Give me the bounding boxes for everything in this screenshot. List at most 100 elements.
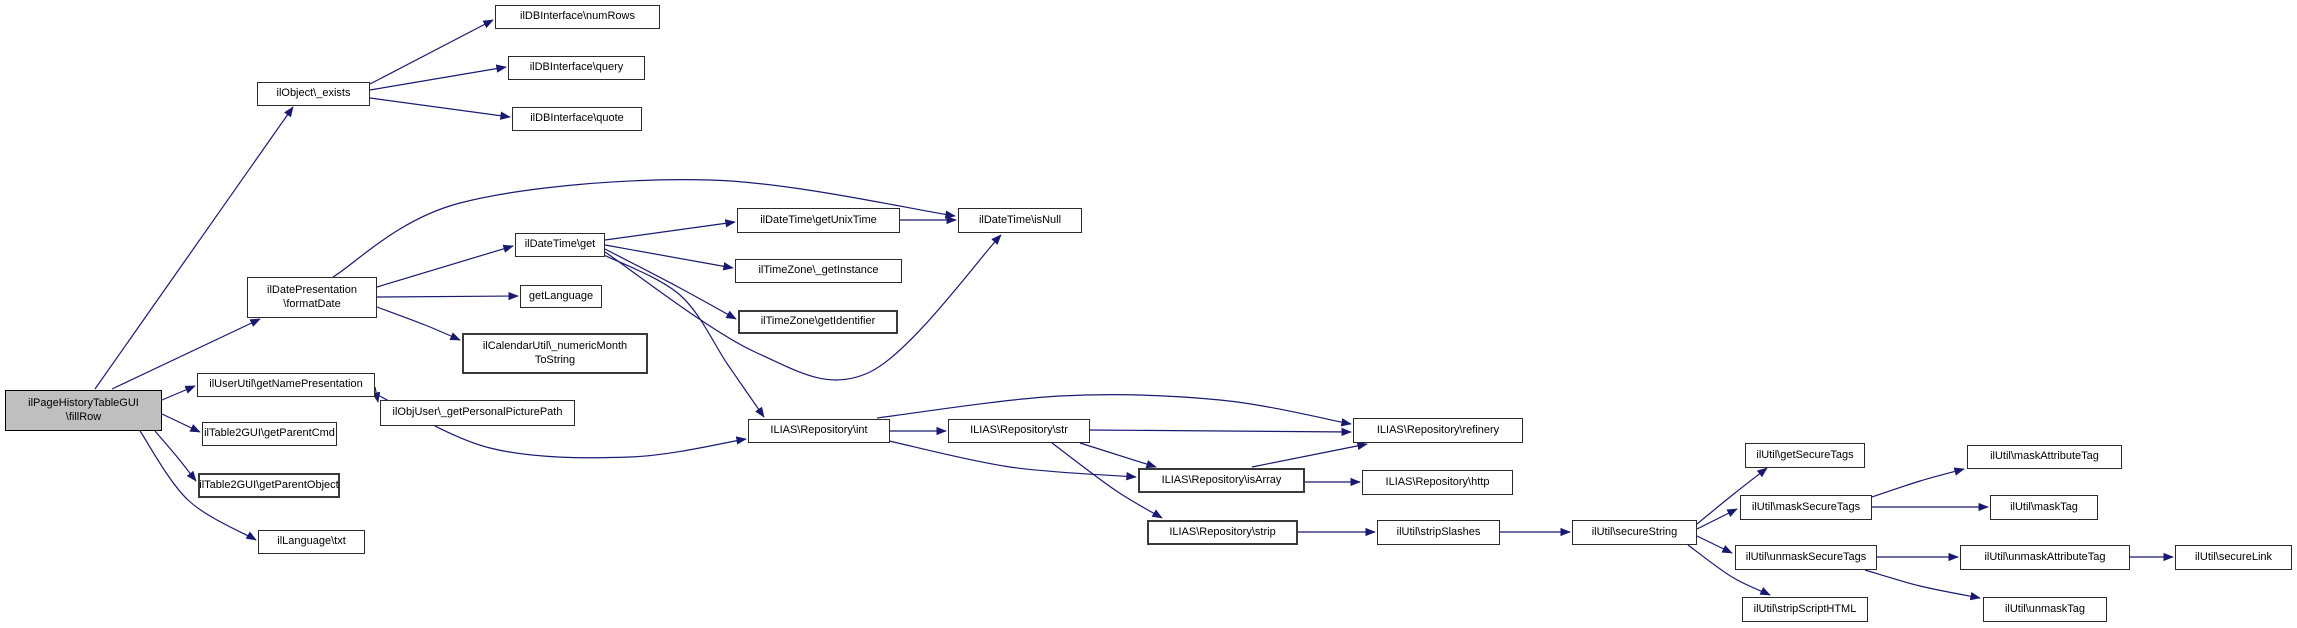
edge-securestring-to-getsecuretags bbox=[1696, 467, 1768, 525]
edge-formatdate-to-numericmonth bbox=[376, 306, 461, 341]
edge-fillrow-to-formatdate bbox=[111, 318, 261, 390]
edge-formatdate-to-datetime-get bbox=[376, 244, 514, 288]
node-label: ilDBInterface\numRows bbox=[520, 10, 635, 23]
node-label: ILIAS\Repository\int bbox=[770, 424, 868, 437]
node-unmaskattributetag[interactable]: ilUtil\unmaskAttributeTag bbox=[1960, 545, 2130, 570]
node-label: ilDatePresentation bbox=[267, 283, 357, 296]
node-label: ilDateTime\isNull bbox=[978, 213, 1062, 226]
edge-fillrow-to-object-exists bbox=[94, 106, 294, 390]
node-isarray[interactable]: ILIAS\Repository\isArray bbox=[1138, 468, 1305, 493]
node-label: ilUtil\maskSecureTags bbox=[1751, 500, 1861, 513]
node-repo-str[interactable]: ILIAS\Repository\str bbox=[948, 419, 1090, 443]
node-getlanguage[interactable]: getLanguage bbox=[520, 285, 602, 308]
node-query[interactable]: ilDBInterface\query bbox=[508, 56, 645, 80]
node-label: ilUtil\stripScriptHTML bbox=[1753, 602, 1857, 615]
node-formatdate[interactable]: ilDatePresentation\formatDate bbox=[247, 277, 377, 318]
node-getunixtime[interactable]: ilDateTime\getUnixTime bbox=[737, 208, 900, 233]
edge-group bbox=[94, 19, 2174, 601]
node-http[interactable]: ILIAS\Repository\http bbox=[1362, 470, 1513, 495]
node-getnamepres[interactable]: ilUserUtil\getNamePresentation bbox=[197, 373, 375, 397]
node-label: ilUtil\unmaskTag bbox=[2004, 602, 2086, 615]
node-isnull[interactable]: ilDateTime\isNull bbox=[958, 208, 1082, 233]
node-label: ilDBInterface\quote bbox=[530, 112, 624, 125]
node-fillrow[interactable]: ilPageHistoryTableGUI\fillRow bbox=[5, 390, 162, 431]
edge-object-exists-to-numrows bbox=[369, 19, 494, 85]
edge-datetime-get-to-getinstance bbox=[604, 244, 734, 271]
node-quote[interactable]: ilDBInterface\quote bbox=[512, 107, 642, 131]
edge-fillrow-to-langtxt bbox=[139, 430, 257, 541]
node-label: ilTimeZone\getIdentifier bbox=[760, 315, 876, 328]
edge-isarray-to-refinery bbox=[1251, 441, 1368, 468]
node-stripslashes[interactable]: ilUtil\stripSlashes bbox=[1377, 520, 1500, 545]
edge-object-exists-to-query bbox=[369, 64, 507, 91]
edge-formatdate-to-getlanguage bbox=[376, 291, 519, 301]
node-personalpicpath[interactable]: ilObjUser\_getPersonalPicturePath bbox=[380, 400, 575, 426]
edge-unmasksecuretags-to-unmasktag bbox=[1864, 569, 1981, 601]
node-label: ILIAS\Repository\isArray bbox=[1161, 473, 1282, 486]
node-label: ILIAS\Repository\str bbox=[970, 424, 1068, 437]
node-label: ilUtil\maskTag bbox=[2010, 500, 2078, 513]
node-label: \fillRow bbox=[65, 410, 102, 423]
edge-repo-int-to-refinery bbox=[876, 394, 1352, 427]
node-label: ilUtil\unmaskAttributeTag bbox=[1984, 550, 2106, 563]
node-label: ilTable2GUI\getParentObject bbox=[199, 478, 339, 491]
node-refinery[interactable]: ILIAS\Repository\refinery bbox=[1353, 418, 1523, 443]
node-datetime-get[interactable]: ilDateTime\get bbox=[515, 233, 605, 257]
node-label: \formatDate bbox=[283, 297, 341, 310]
edge-repo-str-to-isarray bbox=[1079, 442, 1157, 469]
node-label: ILIAS\Repository\refinery bbox=[1376, 423, 1500, 436]
node-masktag[interactable]: ilUtil\maskTag bbox=[1990, 495, 2098, 520]
edge-formatdate-to-isnull bbox=[332, 179, 956, 278]
node-langtxt[interactable]: ilLanguage\txt bbox=[258, 530, 365, 554]
node-object-exists[interactable]: ilObject\_exists bbox=[257, 82, 370, 106]
edge-repo-int-to-isarray bbox=[888, 440, 1137, 481]
node-label: ilTimeZone\_getInstance bbox=[758, 264, 879, 277]
node-label: ilLanguage\txt bbox=[277, 535, 346, 548]
node-label: ilDateTime\get bbox=[524, 238, 596, 251]
edge-fillrow-to-getnamepres bbox=[161, 385, 196, 401]
edge-datetime-get-to-getidentifier bbox=[604, 248, 737, 320]
edge-masksecuretags-to-maskattributetag bbox=[1871, 467, 1965, 498]
node-label: ilUtil\getSecureTags bbox=[1756, 448, 1854, 461]
edge-fillrow-to-getparentcmd bbox=[161, 413, 201, 433]
edge-repo-str-to-strip bbox=[1051, 442, 1163, 519]
node-label: ilObjUser\_getPersonalPicturePath bbox=[392, 406, 563, 419]
edge-securestring-to-unmasksecuretags bbox=[1696, 535, 1733, 554]
node-label: ilPageHistoryTableGUI bbox=[28, 396, 139, 409]
node-getinstance[interactable]: ilTimeZone\_getInstance bbox=[735, 259, 902, 283]
node-label: ilDateTime\getUnixTime bbox=[760, 213, 877, 226]
node-unmasksecuretags[interactable]: ilUtil\unmaskSecureTags bbox=[1735, 545, 1877, 570]
edge-fillrow-to-getparentobject bbox=[154, 430, 197, 482]
node-securelink[interactable]: ilUtil\secureLink bbox=[2175, 545, 2292, 570]
node-label: ilTable2GUI\getParentCmd bbox=[204, 427, 335, 440]
node-securestring[interactable]: ilUtil\secureString bbox=[1572, 520, 1697, 545]
node-label: ilUtil\secureLink bbox=[2194, 550, 2273, 563]
node-label: ilUtil\stripSlashes bbox=[1396, 525, 1481, 538]
node-strip[interactable]: ILIAS\Repository\strip bbox=[1147, 520, 1298, 545]
node-repo-int[interactable]: ILIAS\Repository\int bbox=[748, 419, 890, 443]
node-label: ilUserUtil\getNamePresentation bbox=[209, 378, 363, 391]
node-getsecuretags[interactable]: ilUtil\getSecureTags bbox=[1745, 443, 1865, 468]
edge-datetime-get-to-repo-int bbox=[603, 254, 765, 418]
node-label: ilObject\_exists bbox=[276, 87, 351, 100]
edge-repo-str-to-refinery bbox=[1089, 427, 1352, 437]
edge-securestring-to-masksecuretags bbox=[1696, 508, 1738, 530]
node-stripscripthtml[interactable]: ilUtil\stripScriptHTML bbox=[1742, 597, 1868, 622]
node-label: ilUtil\maskAttributeTag bbox=[1990, 450, 2099, 463]
edge-datetime-get-to-isnull bbox=[604, 234, 1002, 381]
node-label: ilUtil\secureString bbox=[1591, 525, 1678, 538]
node-unmasktag[interactable]: ilUtil\unmaskTag bbox=[1983, 597, 2107, 622]
node-getparentcmd[interactable]: ilTable2GUI\getParentCmd bbox=[202, 422, 337, 446]
node-maskattributetag[interactable]: ilUtil\maskAttributeTag bbox=[1967, 445, 2122, 469]
node-label: ilCalendarUtil\_numericMonth bbox=[482, 339, 628, 352]
edge-object-exists-to-quote bbox=[369, 97, 511, 120]
node-label: ilUtil\unmaskSecureTags bbox=[1745, 550, 1867, 563]
node-masksecuretags[interactable]: ilUtil\maskSecureTags bbox=[1740, 495, 1872, 520]
node-label: ilDBInterface\query bbox=[529, 61, 624, 74]
node-numrows[interactable]: ilDBInterface\numRows bbox=[495, 5, 660, 29]
node-getparentobject[interactable]: ilTable2GUI\getParentObject bbox=[198, 473, 340, 498]
node-getidentifier[interactable]: ilTimeZone\getIdentifier bbox=[738, 310, 898, 334]
